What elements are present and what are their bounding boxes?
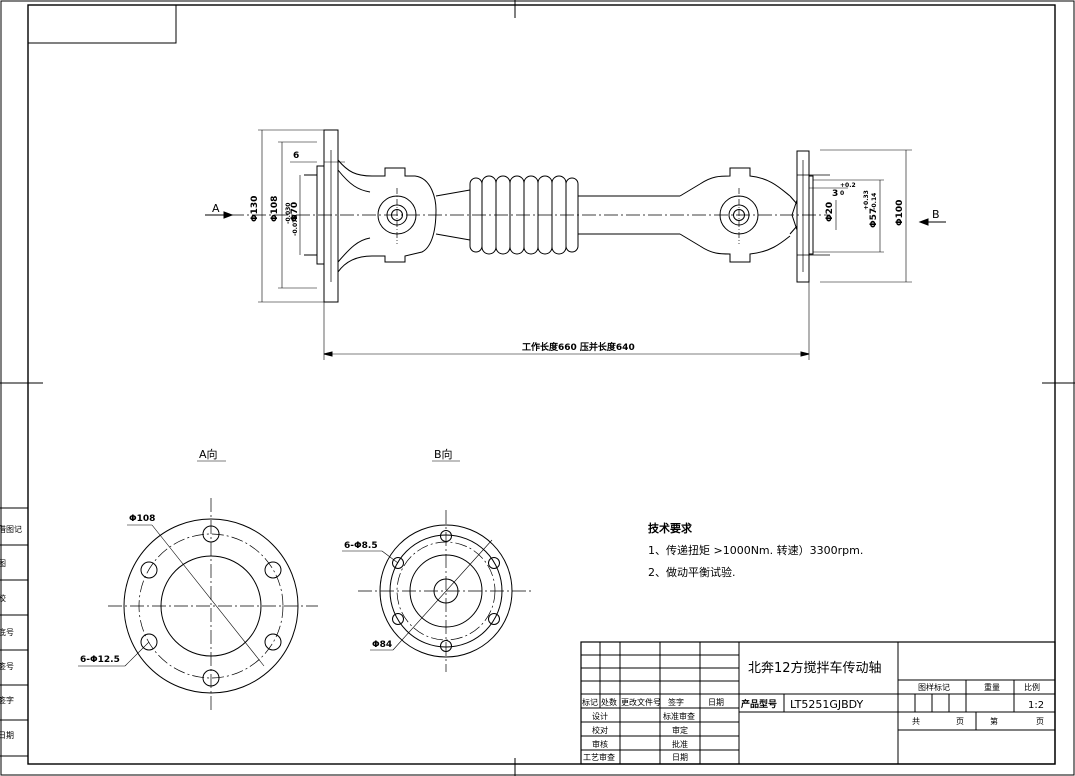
scale-value: 1:2: [1028, 700, 1044, 711]
product-name: 北奔12方搅拌车传动轴: [748, 660, 882, 676]
tech-req-line-1: 1、传递扭矩 >1000Nm. 转速）3300rpm.: [648, 543, 863, 557]
role-design: 设计: [592, 711, 608, 721]
strip-label-7: 日期: [0, 731, 14, 740]
sample-mark-label: 图样标记: [918, 682, 950, 692]
scale-label: 比例: [1024, 682, 1040, 692]
header-sign: 签字: [668, 697, 684, 707]
role-check: 校对: [592, 725, 608, 735]
header-count: 处数: [601, 697, 617, 707]
tech-req-line-2: 2、做动平衡试验.: [648, 565, 736, 579]
dim-d108: Φ108: [270, 196, 280, 222]
header-date: 日期: [708, 698, 724, 707]
role-date: 日期: [672, 753, 688, 762]
section-b-holes: 6-Φ8.5: [344, 541, 378, 551]
page-label-2: 页: [1036, 717, 1044, 726]
model-number: LT5251GJBDY: [790, 698, 864, 711]
weight-label: 重量: [984, 682, 1000, 692]
section-a-holes: 6-Φ12.5: [80, 655, 120, 665]
model-label: 产品型号: [741, 698, 777, 710]
total-label: 共: [912, 717, 920, 726]
strip-label-5: 签号: [0, 661, 14, 671]
section-b-title: B向: [434, 447, 453, 461]
dim-w6: 6: [293, 151, 299, 161]
dim-d57-tol-lower: -0.14: [871, 193, 878, 210]
dim-d70-tol-upper: -0.030: [285, 203, 292, 224]
dim-d100: Φ100: [895, 200, 905, 226]
sheet-label: 第: [990, 716, 998, 726]
dim-length: 工作长度660 压并长度640: [522, 341, 635, 353]
dim-d70: Φ70: [290, 202, 300, 222]
strip-label-3: 校: [0, 593, 6, 603]
section-a-pcd: Φ108: [129, 514, 155, 524]
strip-label-1: 借图记: [0, 524, 22, 534]
dim-d20: Φ20: [825, 202, 835, 222]
dim-d130: Φ130: [250, 196, 260, 222]
arrow-a-label: A: [212, 202, 220, 215]
section-b-view: [342, 460, 534, 672]
dim-d57-tol-upper: +0.33: [863, 190, 870, 210]
role-standard: 标准审查: [663, 711, 695, 721]
strip-label-6: 签字: [0, 695, 14, 705]
tech-req-title: 技术要求: [648, 521, 693, 535]
strip-label-2: 图: [0, 559, 6, 568]
dim-t3: 3: [832, 189, 838, 199]
section-a-title: A向: [199, 447, 218, 461]
strip-label-4: 底号: [0, 627, 14, 637]
drive-shaft-view: [205, 129, 946, 360]
role-approve-1: 审定: [672, 725, 688, 735]
header-mark: 标记: [582, 697, 598, 707]
section-b-pcd: Φ84: [372, 640, 392, 650]
dim-d70-tol-lower: -0.076: [292, 215, 299, 236]
page-label-1: 页: [956, 717, 964, 726]
arrow-b-label: B: [932, 208, 940, 221]
dim-d57: Φ57: [869, 208, 879, 228]
role-review: 审核: [592, 739, 608, 749]
dim-t3-tol-lower: 0: [840, 190, 844, 197]
left-strip: [0, 507, 28, 757]
header-change-doc: 更改文件号: [621, 697, 661, 707]
role-process: 工艺审查: [583, 752, 615, 762]
dim-t3-tol-upper: +0.2: [840, 182, 856, 189]
title-block: [580, 641, 1056, 765]
role-approve-2: 批准: [672, 739, 688, 749]
section-a-view: [78, 460, 318, 712]
